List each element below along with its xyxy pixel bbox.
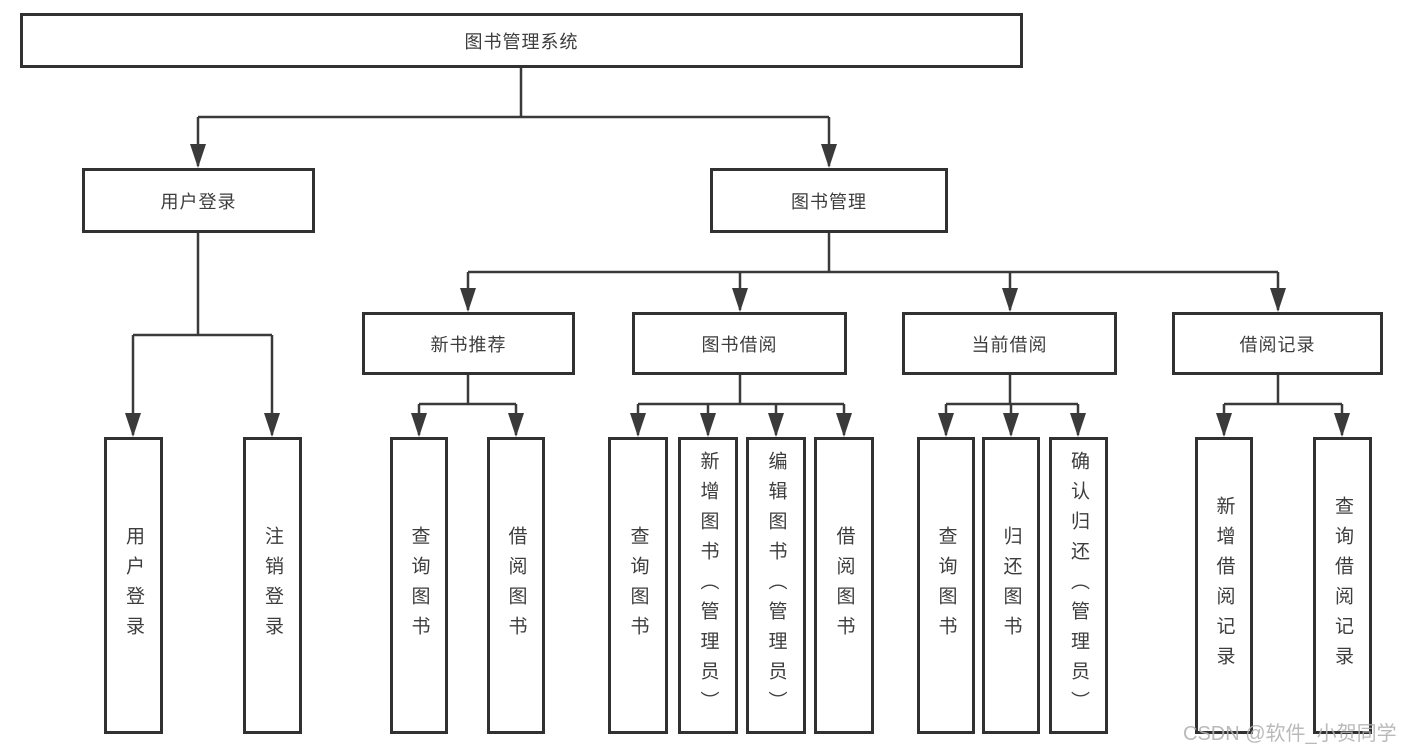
node-label: 查询图书 <box>408 525 430 646</box>
leaf-confirm-return-admin: 确认归还（管理员） <box>1049 437 1108 734</box>
leaf-add-borrow-record: 新增借阅记录 <box>1195 437 1253 734</box>
node-label: 用户登录 <box>160 191 237 212</box>
node-borrow-records: 借阅记录 <box>1172 312 1383 375</box>
leaf-query-books-borrow: 查询图书 <box>608 437 668 734</box>
node-current-borrow: 当前借阅 <box>902 312 1117 375</box>
node-label: 归还图书 <box>1000 525 1022 646</box>
leaf-borrow-books: 借阅图书 <box>814 437 874 734</box>
node-label: 新书推荐 <box>430 334 507 355</box>
node-book-borrow: 图书借阅 <box>632 312 847 375</box>
node-label: 图书管理 <box>791 191 867 212</box>
leaf-edit-book-admin: 编辑图书（管理员） <box>746 437 806 734</box>
node-book-management: 图书管理 <box>710 168 948 233</box>
leaf-query-borrow-record: 查询借阅记录 <box>1313 437 1372 734</box>
node-label: 新增借阅记录 <box>1213 495 1235 676</box>
node-label: 新增图书（管理员） <box>697 450 719 721</box>
node-label: 查询图书 <box>935 525 957 646</box>
node-label: 查询图书 <box>627 525 649 646</box>
node-label: 编辑图书（管理员） <box>765 450 787 721</box>
node-label: 图书借阅 <box>701 334 778 355</box>
node-label: 当前借阅 <box>971 334 1048 355</box>
leaf-add-book-admin: 新增图书（管理员） <box>678 437 738 734</box>
leaf-user-login: 用户登录 <box>104 437 163 734</box>
leaf-return-book: 归还图书 <box>982 437 1040 734</box>
node-label: 确认归还（管理员） <box>1068 450 1089 721</box>
leaf-query-books-recommend: 查询图书 <box>390 437 448 734</box>
node-label: 图书管理系统 <box>464 31 579 52</box>
node-label: 借阅记录 <box>1239 334 1316 355</box>
node-library-management-system: 图书管理系统 <box>20 13 1023 68</box>
leaf-query-books-current: 查询图书 <box>917 437 975 734</box>
node-label: 借阅图书 <box>833 525 855 646</box>
leaf-borrow-books-recommend: 借阅图书 <box>487 437 545 734</box>
node-label: 用户登录 <box>123 525 144 646</box>
node-label: 注销登录 <box>262 525 283 646</box>
node-label: 借阅图书 <box>505 525 527 646</box>
leaf-logout: 注销登录 <box>243 437 302 734</box>
node-label: 查询借阅记录 <box>1332 495 1353 676</box>
node-user-login: 用户登录 <box>82 168 315 233</box>
node-new-book-recommend: 新书推荐 <box>362 312 575 375</box>
